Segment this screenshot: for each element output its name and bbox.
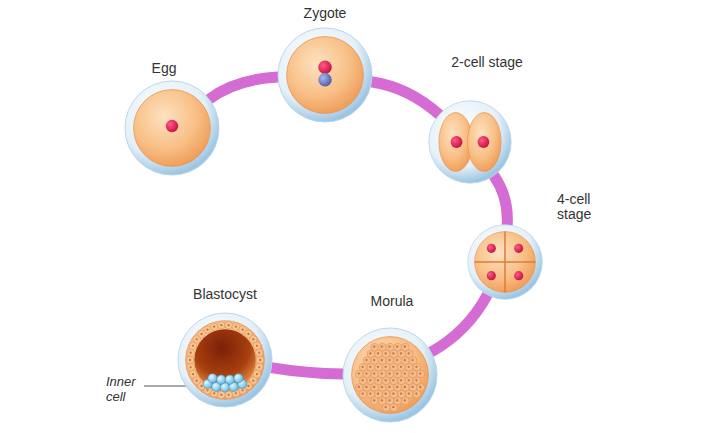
stage-node: Zygote xyxy=(277,27,373,123)
stage-band xyxy=(371,82,440,115)
cell-illustration xyxy=(124,80,220,176)
cell-illustration xyxy=(277,27,373,123)
stage-node: Egg xyxy=(124,80,220,176)
stage-label: Blastocyst xyxy=(193,287,257,302)
stage-band xyxy=(271,368,344,375)
stage-node: Blastocyst xyxy=(177,312,273,408)
callout-label: Inner cell xyxy=(106,375,144,405)
stage-band xyxy=(494,175,508,225)
stage-label: Morula xyxy=(371,294,414,309)
stage-node: 2-cell stage xyxy=(428,100,512,184)
stage-label: Egg xyxy=(152,61,177,76)
stage-node: 4-cell stage xyxy=(467,224,543,300)
cell-illustration xyxy=(467,224,543,300)
stage-label: 2-cell stage xyxy=(451,55,523,70)
stage-band xyxy=(209,77,279,99)
cell-illustration xyxy=(342,327,438,423)
stage-label: Zygote xyxy=(304,6,347,21)
cell-illustration xyxy=(177,312,273,408)
stage-label: 4-cell stage xyxy=(557,192,609,221)
stage-node: Morula xyxy=(342,327,438,423)
stage-band xyxy=(431,295,488,353)
cell-illustration xyxy=(428,100,512,184)
